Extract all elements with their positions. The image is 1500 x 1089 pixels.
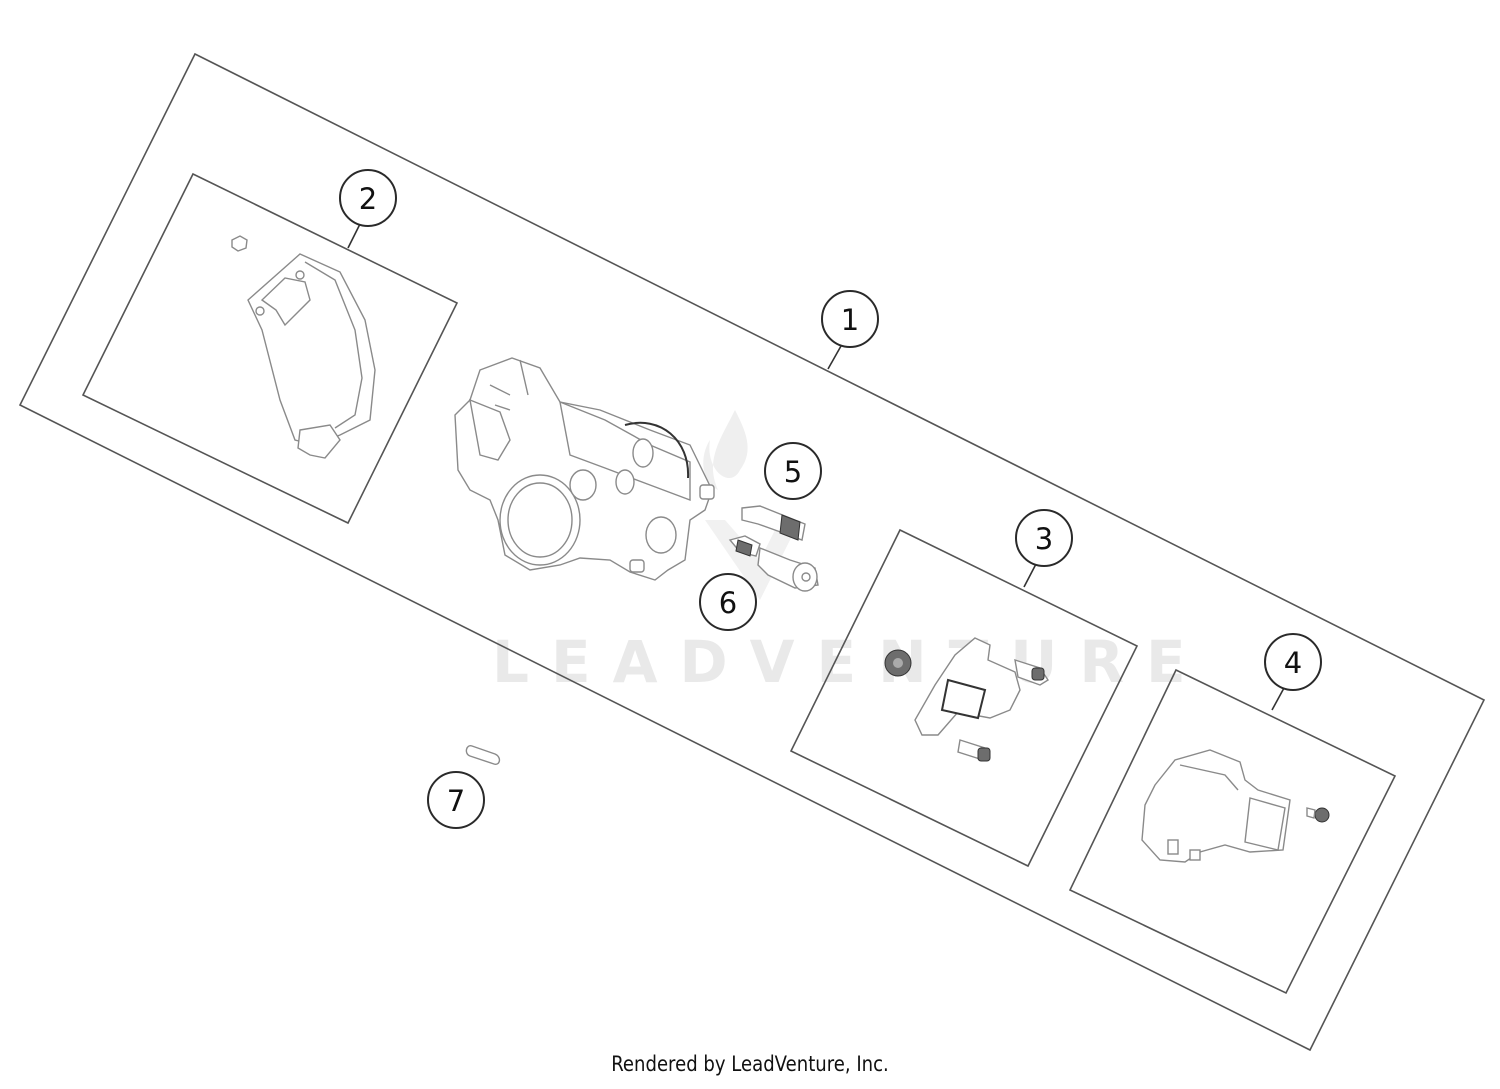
assembly-frame (18, 52, 1486, 1052)
subassembly-box-2 (81, 172, 459, 525)
cover-cap-part-4[interactable] (1141, 749, 1330, 863)
footer-credit: Rendered by LeadVenture, Inc. (611, 1052, 889, 1076)
svg-text:3: 3 (1035, 522, 1053, 556)
svg-text:4: 4 (1284, 646, 1302, 680)
callout-4[interactable]: 4 (1264, 633, 1322, 691)
callout-1[interactable]: 1 (821, 290, 879, 348)
adjusting-screw-part-5[interactable] (741, 505, 806, 541)
svg-text:7: 7 (447, 784, 465, 818)
cover-part-2[interactable] (231, 235, 376, 459)
sensor-part-3[interactable] (884, 637, 1049, 762)
leader-1 (827, 345, 842, 370)
watermark: LEADVENTURE (492, 410, 1208, 696)
svg-text:1: 1 (841, 303, 859, 337)
screw-icon (231, 235, 248, 252)
pin-part-7[interactable] (465, 745, 501, 765)
subassembly-box-3 (789, 528, 1139, 868)
svg-text:6: 6 (719, 586, 737, 620)
callout-6[interactable]: 6 (699, 573, 757, 631)
svg-text:2: 2 (359, 182, 377, 216)
svg-text:5: 5 (784, 455, 802, 489)
leader-2 (347, 223, 361, 249)
leader-3 (1023, 563, 1037, 588)
callout-3[interactable]: 3 (1015, 509, 1073, 567)
callout-7[interactable]: 7 (427, 771, 485, 829)
watermark-text: LEADVENTURE (492, 628, 1208, 696)
callout-2[interactable]: 2 (339, 169, 397, 227)
subassembly-box-4 (1068, 668, 1397, 995)
callout-5[interactable]: 5 (764, 442, 822, 500)
throttle-body[interactable] (454, 357, 715, 581)
leader-4 (1271, 687, 1285, 711)
idle-screw-part-6[interactable] (728, 535, 819, 592)
